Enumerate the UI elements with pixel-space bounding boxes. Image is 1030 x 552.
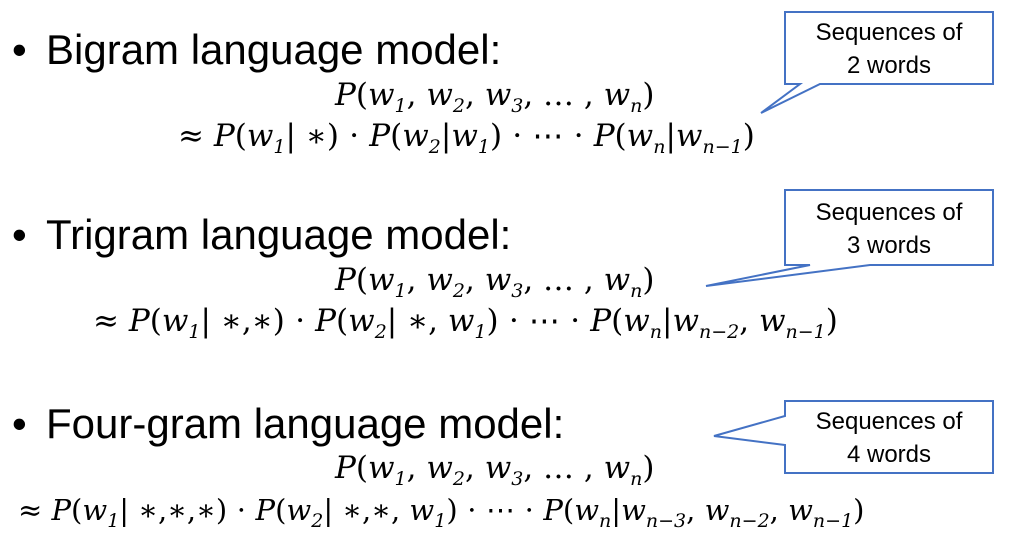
callout-bubble-bigram <box>760 11 994 114</box>
bullet-fourgram: • Four-gram language model: <box>12 401 564 447</box>
equation-trigram-rhs: ≈ P(w1| ∗,∗) ⋅ P(w2| ∗, w1) ⋅ ⋯ ⋅ P(wn|w… <box>93 303 838 343</box>
equation-fourgram-lhs: P(w1, w2, w3, … , wn) <box>335 450 655 490</box>
callout-line2: 4 words <box>846 441 932 468</box>
bullet-trigram: • Trigram language model: <box>12 212 511 258</box>
callout-text-fourgram: Sequences of 4 words <box>784 405 994 471</box>
callout-line1: Sequences of <box>815 19 963 46</box>
bullet-bigram: • Bigram language model: <box>12 27 501 73</box>
callout-bubble-trigram <box>705 189 994 287</box>
callout-line1: Sequences of <box>815 408 963 435</box>
callout-line1: Sequences of <box>815 199 963 226</box>
bullet-symbol: • <box>12 211 27 258</box>
heading-bigram: Bigram language model: <box>46 26 502 73</box>
heading-fourgram: Four-gram language model: <box>46 400 565 447</box>
callout-bubble-fourgram <box>713 400 994 474</box>
bullet-symbol: • <box>12 26 27 73</box>
callout-line2: 2 words <box>846 52 932 79</box>
equation-trigram-lhs: P(w1, w2, w3, … , wn) <box>335 262 655 302</box>
callout-line2: 3 words <box>846 232 932 259</box>
callout-text-bigram: Sequences of 2 words <box>784 16 994 82</box>
equation-bigram-lhs: P(w1, w2, w3, … , wn) <box>335 77 655 117</box>
callout-text-trigram: Sequences of 3 words <box>784 196 994 262</box>
equation-fourgram-rhs: ≈ P(w1| ∗,∗,∗) ⋅ P(w2| ∗,∗, w1) ⋅ ⋯ ⋅ P(… <box>18 493 865 532</box>
heading-trigram: Trigram language model: <box>46 211 512 258</box>
equation-bigram-rhs: ≈ P(w1| ∗) ⋅ P(w2|w1) ⋅ ⋯ ⋅ P(wn|wn−1) <box>178 118 755 158</box>
bullet-symbol: • <box>12 400 27 447</box>
